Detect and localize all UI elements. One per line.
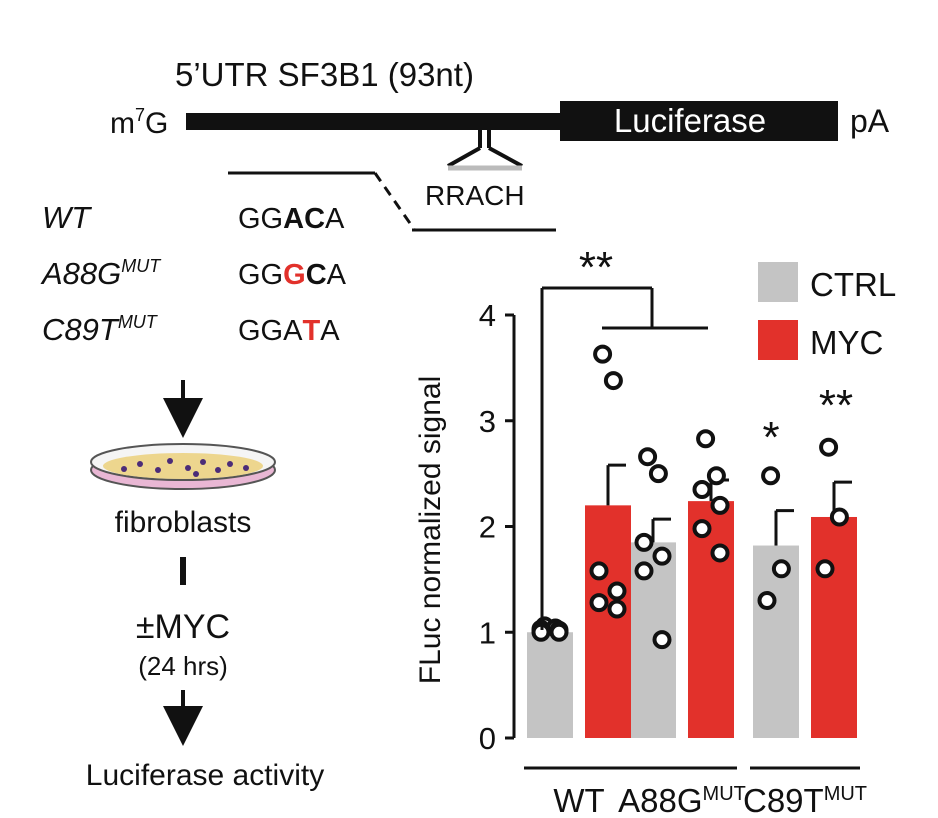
data-point xyxy=(652,546,672,566)
workflow-tick xyxy=(180,557,186,585)
cap-label: m7G xyxy=(110,105,168,140)
y-tick-label: 3 xyxy=(479,404,496,439)
data-point xyxy=(696,429,716,449)
data-point xyxy=(652,630,672,650)
data-point xyxy=(648,464,668,484)
data-point xyxy=(589,561,609,581)
data-point xyxy=(692,519,712,539)
data-point xyxy=(634,561,654,581)
motif-label: RRACH xyxy=(425,180,525,211)
data-point xyxy=(761,466,781,486)
bar-myc-wt xyxy=(585,505,631,738)
motif-callout xyxy=(447,128,523,171)
utr-bar xyxy=(186,113,566,130)
x-group-label: C89TMUT xyxy=(743,782,867,818)
y-tick-label: 1 xyxy=(479,615,496,650)
y-tick-label: 2 xyxy=(479,510,496,545)
variant-seq-wt: GGACA xyxy=(238,203,345,235)
data-point xyxy=(815,559,835,579)
significance-mark: ** xyxy=(579,243,613,292)
workflow: fibroblasts ±MYC (24 hrs) Luciferase act… xyxy=(86,380,324,792)
bars xyxy=(527,463,857,738)
polya-label: pA xyxy=(850,103,890,139)
variant-name-wt: WT xyxy=(42,200,92,235)
cells-label: fibroblasts xyxy=(115,506,252,539)
treatment-label: ±MYC xyxy=(136,608,230,646)
legend-swatch-myc xyxy=(758,320,798,360)
legend-label-myc: MYC xyxy=(810,324,883,361)
data-point xyxy=(603,371,623,391)
bar-myc-c89t xyxy=(811,516,857,738)
significance-mark: ** xyxy=(819,381,853,430)
data-point xyxy=(706,466,726,486)
luciferase-box xyxy=(560,101,838,141)
significance-mark: * xyxy=(762,413,779,462)
x-group-label: WT xyxy=(553,782,604,818)
construct-title: 5’UTR SF3B1 (93nt) xyxy=(175,56,474,93)
y-axis-label: FLuc normalized signal xyxy=(414,376,447,684)
bar-myc-a88g xyxy=(688,501,734,738)
data-point xyxy=(607,581,627,601)
construct-schematic: 5’UTR SF3B1 (93nt) m7G Luciferase pA RRA… xyxy=(110,56,890,232)
data-point xyxy=(589,593,609,613)
duration-label: (24 hrs) xyxy=(138,651,228,681)
data-point xyxy=(638,447,658,467)
y-tick-label: 4 xyxy=(479,298,496,333)
data-point xyxy=(819,437,839,457)
data-point xyxy=(757,591,777,611)
data-point xyxy=(771,559,791,579)
bar-ctrl-wt xyxy=(527,632,573,738)
data-point xyxy=(634,532,654,552)
variant-seq-c89t: GGATA xyxy=(238,315,340,347)
y-axis: 0 1 2 3 4 xyxy=(479,298,516,756)
legend-swatch-ctrl xyxy=(758,262,798,302)
data-point xyxy=(710,543,730,563)
legend: CTRL MYC xyxy=(758,262,896,361)
petri-dish-icon xyxy=(90,443,276,490)
variant-list: WT GGACA A88GMUT GGGCA C89TMUT GGATA xyxy=(40,200,347,347)
significance-bracket xyxy=(540,286,708,630)
x-group-label: A88GMUT xyxy=(618,782,746,818)
readout-label: Luciferase activity xyxy=(86,759,324,792)
data-point xyxy=(692,479,712,499)
luciferase-label: Luciferase xyxy=(614,102,766,139)
data-point xyxy=(549,622,569,642)
bar-chart: FLuc normalized signal 0 1 2 3 4 WT A88GMUTC8… xyxy=(414,243,896,818)
y-tick-label: 0 xyxy=(479,721,496,756)
data-point xyxy=(593,344,613,364)
variant-name-c89t: C89TMUT xyxy=(42,312,159,347)
variant-name-a88g: A88GMUT xyxy=(40,256,162,291)
zoom-lines xyxy=(228,171,556,232)
data-point xyxy=(710,495,730,515)
legend-label-ctrl: CTRL xyxy=(810,266,896,303)
data-point xyxy=(607,599,627,619)
data-point xyxy=(829,507,849,527)
variant-seq-a88g: GGGCA xyxy=(238,259,347,291)
bar-ctrl-c89t xyxy=(753,545,799,738)
